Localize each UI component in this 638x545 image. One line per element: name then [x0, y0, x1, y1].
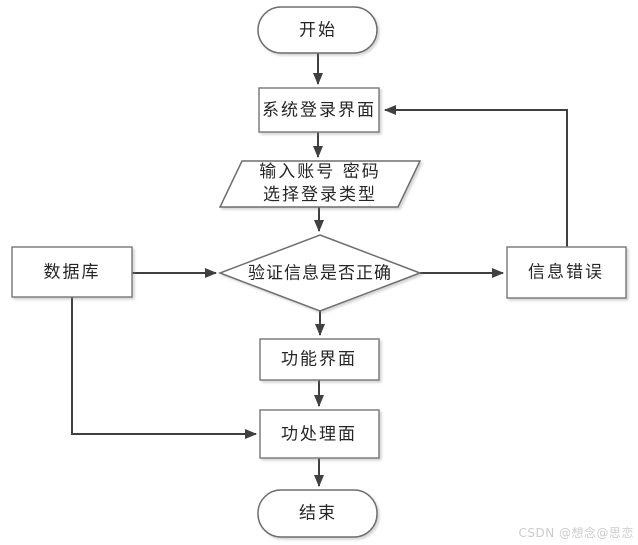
login-process-shape [258, 87, 380, 133]
input-label: 输入账号 密码 选择登录类型 [259, 161, 380, 207]
verify-decision-shape [217, 234, 423, 312]
flow-edges [71, 53, 568, 487]
database-process-shape [11, 246, 133, 298]
csdn-watermark: CSDN @想念@思恋 [518, 526, 634, 540]
error-label: 信息错误 [528, 262, 604, 283]
login-label: 系统登录界面 [262, 100, 376, 121]
input-label-line2: 选择登录类型 [263, 185, 377, 205]
flow-shapes [11, 6, 627, 538]
verify-label: 验证信息是否正确 [248, 263, 392, 284]
edge-error-to-login-loop [384, 105, 568, 247]
input-label-line1: 输入账号 密码 [259, 162, 381, 182]
edge-database-to-process [71, 297, 257, 439]
function-label: 功能界面 [281, 349, 357, 370]
process-process-shape [259, 409, 380, 459]
input-parallelogram-shape [218, 160, 422, 208]
database-label: 数据库 [43, 262, 101, 283]
end-label: 结束 [299, 503, 337, 524]
start-terminator-shape [257, 6, 378, 54]
error-process-shape [506, 246, 627, 299]
end-terminator-shape [257, 489, 378, 538]
function-process-shape [259, 338, 380, 381]
process-label: 功处理面 [281, 424, 357, 445]
start-label: 开始 [299, 20, 337, 41]
